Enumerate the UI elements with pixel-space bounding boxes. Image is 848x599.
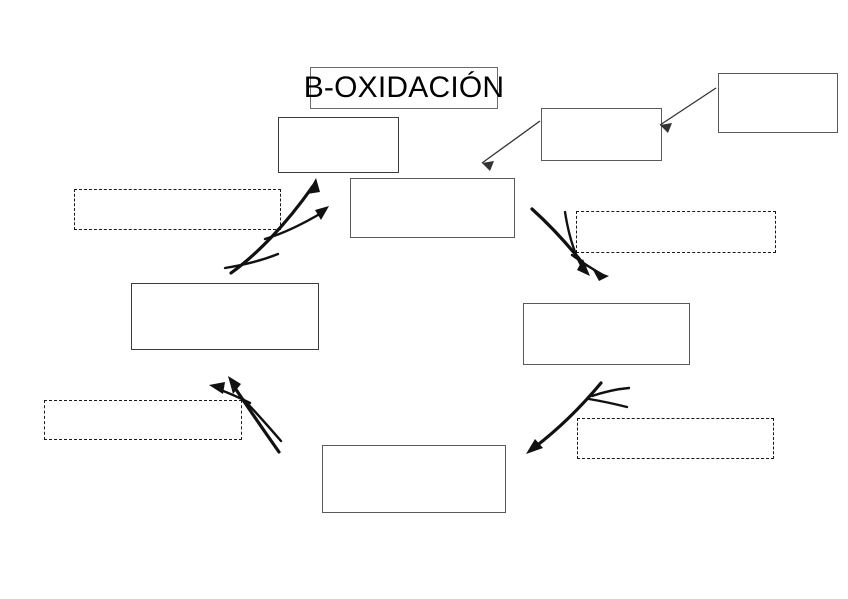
box-entry-upper[interactable] (541, 108, 662, 161)
box-cycle-top[interactable] (350, 178, 515, 238)
box-top-left-product[interactable] (278, 117, 399, 173)
arrow-upper-to-topleft (481, 120, 541, 171)
dashbox-upper-left[interactable] (74, 189, 281, 230)
arrow-entry-right-to-upper (659, 87, 717, 133)
dashbox-lower-right[interactable] (577, 418, 774, 459)
box-cycle-left[interactable] (131, 283, 319, 350)
dashbox-upper-right[interactable] (576, 211, 776, 253)
page-title: B-OXIDACIÓN (303, 71, 505, 104)
diagram-title-box: B-OXIDACIÓN (304, 67, 504, 109)
box-cycle-bottom[interactable] (322, 445, 506, 513)
box-entry-right[interactable] (718, 73, 838, 133)
box-cycle-right[interactable] (523, 303, 690, 365)
dashbox-lower-left[interactable] (44, 400, 242, 440)
